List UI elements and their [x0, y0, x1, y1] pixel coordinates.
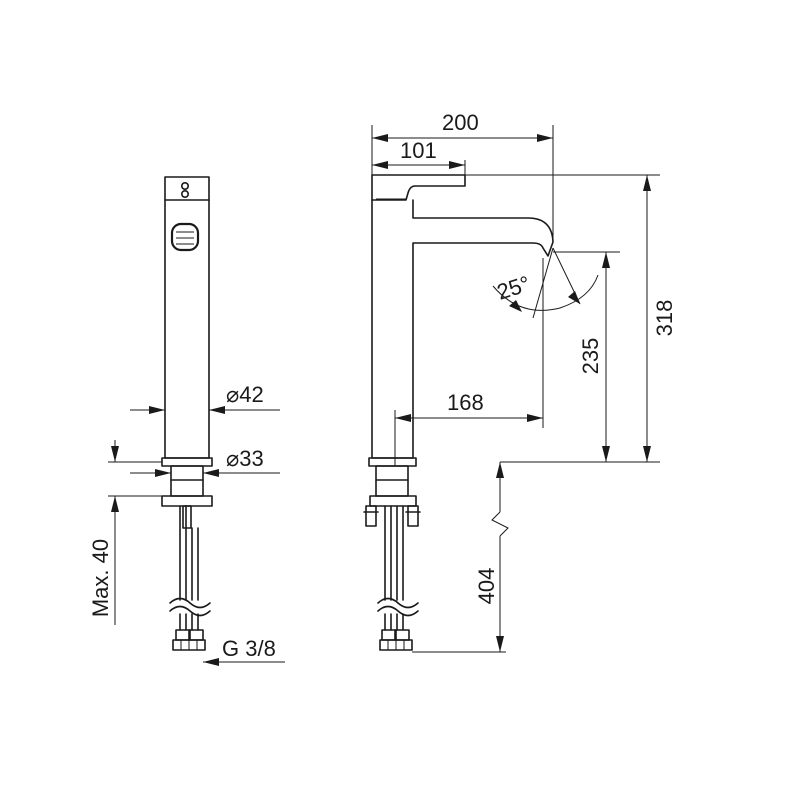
- dim-lever-reach: 101: [400, 138, 437, 163]
- dimension-labels: 200 101 25° 168 318 235 404 ⌀42 ⌀33 Max.…: [88, 110, 677, 661]
- dimension-lines: [108, 125, 660, 666]
- dim-connection-thread: G 3/8: [222, 636, 276, 661]
- faucet-front-view: [363, 174, 554, 651]
- dim-hose-length: 404: [474, 568, 499, 605]
- dim-spout-height: 235: [578, 338, 603, 375]
- dim-overall-height: 318: [652, 300, 677, 337]
- dim-body-diameter: ⌀42: [226, 382, 264, 407]
- dim-spout-angle: 25°: [494, 271, 533, 305]
- dim-overall-reach: 200: [442, 110, 479, 135]
- dim-spout-reach: 168: [447, 390, 484, 415]
- dim-max-thickness: Max. 40: [88, 539, 113, 617]
- faucet-side-view: [161, 176, 213, 651]
- dim-base-diameter: ⌀33: [226, 446, 264, 471]
